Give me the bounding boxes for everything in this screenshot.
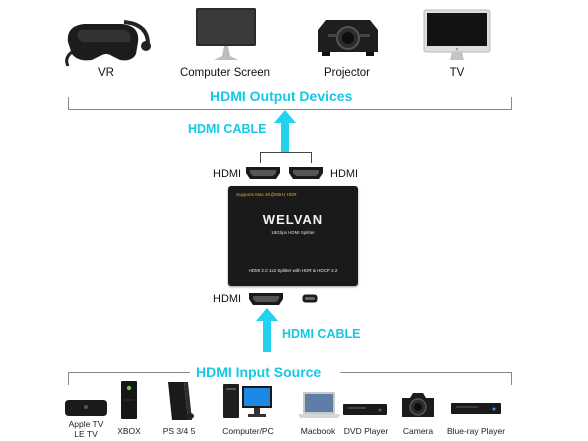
xbox-icon <box>121 381 137 419</box>
tv-icon <box>423 9 491 60</box>
up-arrow-output <box>274 110 296 152</box>
splitter-tagline: Supports Max 4K@60Hz HDR <box>236 192 297 197</box>
output-devices-title: HDMI Output Devices <box>210 88 353 104</box>
hdmi-port-icon <box>249 293 283 305</box>
splitter-brand: WELVAN <box>262 212 324 227</box>
output-port-label-left: HDMI <box>213 168 242 180</box>
apple-tv-icon <box>65 400 107 416</box>
output-label-projector: Projector <box>323 67 371 79</box>
hdmi-port-icon <box>289 167 323 179</box>
bottom-cable-label: HDMI CABLE <box>282 327 361 341</box>
output-label-tv: TV <box>449 67 465 79</box>
splitter-spec: HDMI 2.0 1x2 Splitter with HDR & HDCP 2.… <box>248 268 338 273</box>
input-source-title: HDMI Input Source <box>196 364 322 380</box>
dvd-player-icon <box>343 404 387 415</box>
output-group-bracket <box>68 97 512 110</box>
input-label-dvd-player: DVD Player <box>343 426 389 436</box>
camera-icon <box>402 393 434 417</box>
monitor-icon <box>196 8 256 60</box>
input-port-label: HDMI <box>213 293 242 305</box>
laptop-icon <box>298 392 340 418</box>
top-cable-label: HDMI CABLE <box>188 122 267 136</box>
hdmi-splitter-device: Supports Max 4K@60Hz HDR WELVAN 18Gbps H… <box>228 186 358 286</box>
hdmi-port-icon <box>246 167 280 179</box>
output-port-label-right: HDMI <box>330 168 359 180</box>
up-arrow-input <box>256 308 278 352</box>
input-label-computer-pc: Computer/PC <box>222 426 274 436</box>
output-label-computer-screen: Computer Screen <box>179 67 271 79</box>
output-label-vr: VR <box>98 67 114 79</box>
input-label-playstation: PS 3/4 5 <box>162 426 196 436</box>
usb-power-port-icon <box>302 294 318 303</box>
input-label-camera: Camera <box>402 426 434 436</box>
desktop-pc-icon <box>223 384 272 418</box>
bluray-player-icon <box>451 403 501 414</box>
projector-icon <box>318 20 378 56</box>
input-label-bluray-player: Blue-ray Player <box>446 426 506 436</box>
input-label-xbox: XBOX <box>117 426 141 436</box>
output-port-connector <box>260 152 312 163</box>
splitter-model: 18Gbps HDMI Splitter <box>271 230 315 235</box>
playstation-icon <box>168 382 194 420</box>
vr-headset-icon <box>65 20 151 67</box>
input-label-macbook: Macbook <box>300 426 336 436</box>
